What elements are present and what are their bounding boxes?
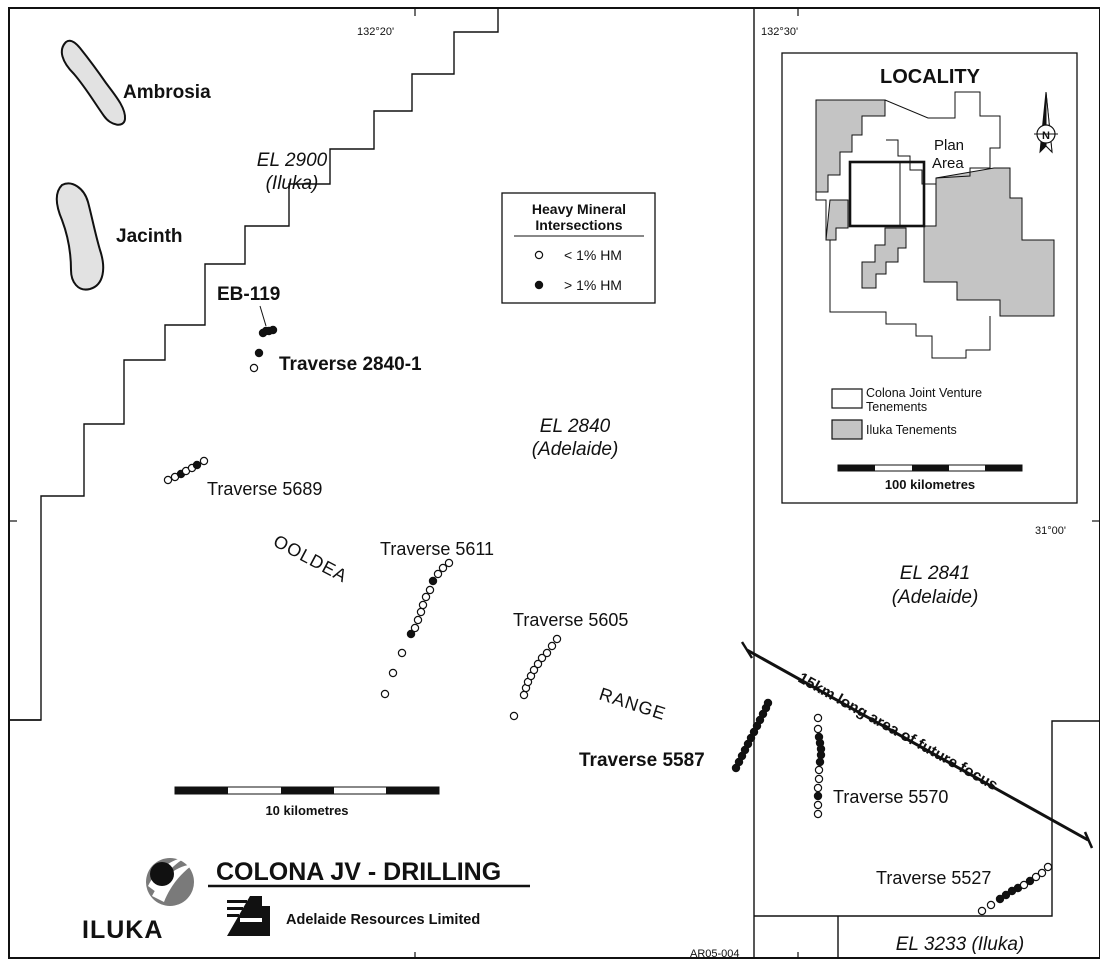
project-title: COLONA JV - DRILLING <box>216 858 501 886</box>
adelaide-logo-icon <box>227 896 270 936</box>
locality-inset: LOCALITY Plan Area N Colona Joint Ventur… <box>781 52 1078 504</box>
traverse-5527-holes <box>977 862 1053 916</box>
locality-plan-area-label-2: Area <box>932 155 964 172</box>
iluka-logo-icon <box>146 856 194 906</box>
locality-scale-label: 100 kilometres <box>885 477 975 492</box>
traverse-5570-holes <box>813 713 826 819</box>
north-arrow-label: N <box>1042 130 1050 142</box>
hm-legend-filled-symbol <box>534 280 544 290</box>
ambrosia-deposit <box>60 39 127 126</box>
hm-legend: Heavy Mineral Intersections < 1% HM > 1%… <box>501 192 656 304</box>
hm-legend-title-1: Heavy Mineral <box>532 201 626 217</box>
traverse-5570-label: Traverse 5570 <box>833 787 948 807</box>
locality-title: LOCALITY <box>880 66 981 88</box>
locality-legend-iluka-swatch <box>831 419 863 440</box>
el2841-owner: (Adelaide) <box>892 587 979 608</box>
iluka-wordmark: ILUKA <box>82 916 163 944</box>
coord-132-20: 132°20' <box>357 26 394 38</box>
traverse-2840-1-holes <box>249 348 264 373</box>
eb119-leader <box>259 305 267 327</box>
el2840-owner: (Adelaide) <box>532 439 619 460</box>
traverse-5611-label: Traverse 5611 <box>380 539 494 559</box>
north-arrow-icon: N <box>1034 91 1058 154</box>
focus-line-cap-east <box>1083 831 1094 849</box>
hm-legend-high: > 1% HM <box>564 277 622 293</box>
ambrosia-label: Ambrosia <box>123 82 211 103</box>
eb119-holes <box>258 325 278 338</box>
coord-132-30: 132°30' <box>761 26 798 38</box>
traverse-5611-holes <box>380 558 454 699</box>
el2840-code: EL 2840 <box>540 416 611 437</box>
el2841-code: EL 2841 <box>900 563 970 584</box>
el3233-label: EL 3233 (Iluka) <box>896 934 1025 955</box>
locality-colona-boundary <box>815 100 991 359</box>
traverse-5605-label: Traverse 5605 <box>513 610 628 630</box>
hm-legend-low: < 1% HM <box>564 247 622 263</box>
traverse-5689-holes <box>163 456 209 485</box>
traverse-5689-label: Traverse 5689 <box>207 479 322 499</box>
locality-legend-colona-1: Colona Joint Venture <box>866 386 982 400</box>
el2900-boundary <box>10 9 499 721</box>
jacinth-deposit <box>55 182 105 291</box>
eb119-label: EB-119 <box>217 284 280 305</box>
figure-code: AR05-004 <box>690 948 740 960</box>
traverse-5605-holes <box>509 634 562 721</box>
traverse-5587-label: Traverse 5587 <box>579 750 705 771</box>
traverse-2840-1-label: Traverse 2840-1 <box>279 354 422 375</box>
locality-legend-colona-2: Tenements <box>866 400 927 414</box>
traverse-5587-holes <box>731 698 773 773</box>
scale-bar-10km: 10 kilometres <box>174 786 440 818</box>
locality-legend-iluka: Iluka Tenements <box>866 423 957 437</box>
locality-plan-area-box <box>848 160 926 228</box>
hm-legend-open-symbol <box>534 250 544 260</box>
el2900-owner: (Iluka) <box>266 173 319 194</box>
traverse-5527-label: Traverse 5527 <box>876 868 991 888</box>
jacinth-label: Jacinth <box>116 226 183 247</box>
adelaide-wordmark: Adelaide Resources Limited <box>286 912 480 928</box>
locality-iluka-tenement-south <box>861 227 907 289</box>
hm-legend-box <box>501 192 656 304</box>
locality-legend-colona-swatch <box>831 388 863 409</box>
el2900-code: EL 2900 <box>257 150 328 171</box>
scale-bar-10km-label: 10 kilometres <box>265 803 348 818</box>
locality-plan-area-label-1: Plan <box>934 137 964 154</box>
focus-line <box>746 648 1089 842</box>
coord-31-00: 31°00' <box>1035 525 1066 537</box>
locality-iluka-tenement-east <box>923 167 1055 317</box>
focus-line-cap-west <box>740 641 754 659</box>
locality-colona-boundary-2 <box>884 91 1001 179</box>
hm-legend-title-2: Intersections <box>535 217 622 233</box>
